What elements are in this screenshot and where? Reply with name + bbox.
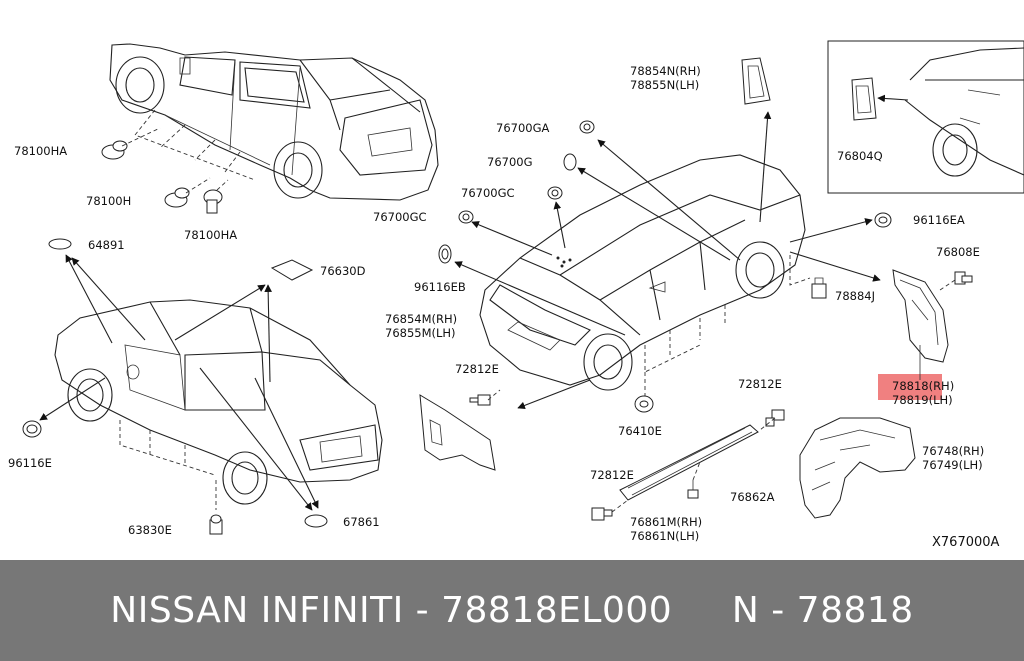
label-76630D: 76630D (320, 264, 366, 278)
label-96116E: 96116E (8, 456, 52, 470)
label-76410E: 76410E (618, 424, 662, 438)
label-72812E-c: 72812E (590, 468, 634, 482)
sedan-car-center (479, 154, 811, 391)
label-78819: 78819(LH) (892, 393, 953, 407)
label-76700G: 76700G (487, 155, 533, 169)
label-76862A: 76862A (730, 490, 775, 504)
label-67861: 67861 (343, 515, 380, 529)
label-96116EB: 96116EB (414, 280, 466, 294)
screw-72812E-b (765, 409, 785, 427)
clip-76808E (954, 271, 973, 285)
parts-diagram: 78100HA 78100H 78100HA 64891 76630D 9611… (8, 40, 1024, 550)
pad-76630D (270, 259, 314, 281)
fender-protector-76748 (799, 417, 916, 519)
label-76700GC-a: 76700GC (461, 186, 515, 200)
label-72812E-b: 72812E (738, 377, 782, 391)
sill-molding-76861M (619, 424, 759, 501)
cap-67861 (304, 514, 328, 528)
bracket-76854M (419, 394, 496, 471)
screw-72812E-c (591, 507, 613, 521)
footer-part-number: NISSAN INFINITI - 78818EL000 N - 78818 (110, 590, 914, 631)
label-76861N: 76861N(LH) (630, 529, 699, 543)
sedan-car-bottom-left (54, 299, 383, 505)
clip-78884J (811, 277, 827, 299)
clip-63830E (209, 514, 223, 535)
grommet-76700GC-b (458, 210, 474, 224)
screw-72812E-a (469, 394, 491, 406)
label-78884J: 78884J (835, 289, 875, 303)
mud-guard-78818 (892, 269, 949, 363)
label-78100HA-top: 78100HA (14, 144, 67, 158)
hatchback-car-top-left (109, 43, 439, 201)
grommet-76700GC-a (547, 186, 563, 200)
clip-78100HA-mid (203, 189, 223, 214)
label-63830E: 63830E (128, 523, 172, 537)
clip-78100H (164, 187, 190, 208)
label-96116EA: 96116EA (913, 213, 965, 227)
label-76749: 76749(LH) (922, 458, 983, 472)
part-highlight (878, 374, 942, 400)
trim-78854N (741, 57, 771, 105)
label-76804Q: 76804Q (837, 149, 883, 163)
label-76808E: 76808E (936, 245, 980, 259)
label-72812E-a: 72812E (455, 362, 499, 376)
diagram-code: X767000A (932, 535, 1000, 550)
grommet-96116E (22, 420, 42, 438)
label-64891: 64891 (88, 238, 125, 252)
clip-76410E (634, 395, 654, 413)
cap-76700G (563, 153, 577, 171)
inset-detail-box (827, 40, 1024, 194)
clip-78100HA-top (101, 140, 128, 160)
label-78100HA-mid: 78100HA (184, 228, 237, 242)
label-78100H: 78100H (86, 194, 131, 208)
screw-76862A (687, 480, 699, 499)
label-76700GC-b: 76700GC (373, 210, 427, 224)
grommet-76700GA (579, 120, 595, 134)
label-76861M: 76861M(RH) (630, 515, 702, 529)
grommet-96116EA (874, 212, 892, 228)
label-76855M: 76855M(LH) (385, 326, 456, 340)
label-76700GA: 76700GA (496, 121, 549, 135)
footer-banner: NISSAN INFINITI - 78818EL000 N - 78818 (0, 560, 1024, 661)
label-76748: 76748(RH) (922, 444, 984, 458)
grommet-96116EB (438, 244, 452, 264)
label-76854M: 76854M(RH) (385, 312, 457, 326)
label-78854N: 78854N(RH) (630, 64, 701, 78)
label-78818: 78818(RH) (892, 379, 954, 393)
label-78855N: 78855N(LH) (630, 78, 699, 92)
cap-64891 (48, 238, 72, 250)
part-labels: 78100HA 78100H 78100HA 64891 76630D 9611… (8, 64, 1000, 550)
